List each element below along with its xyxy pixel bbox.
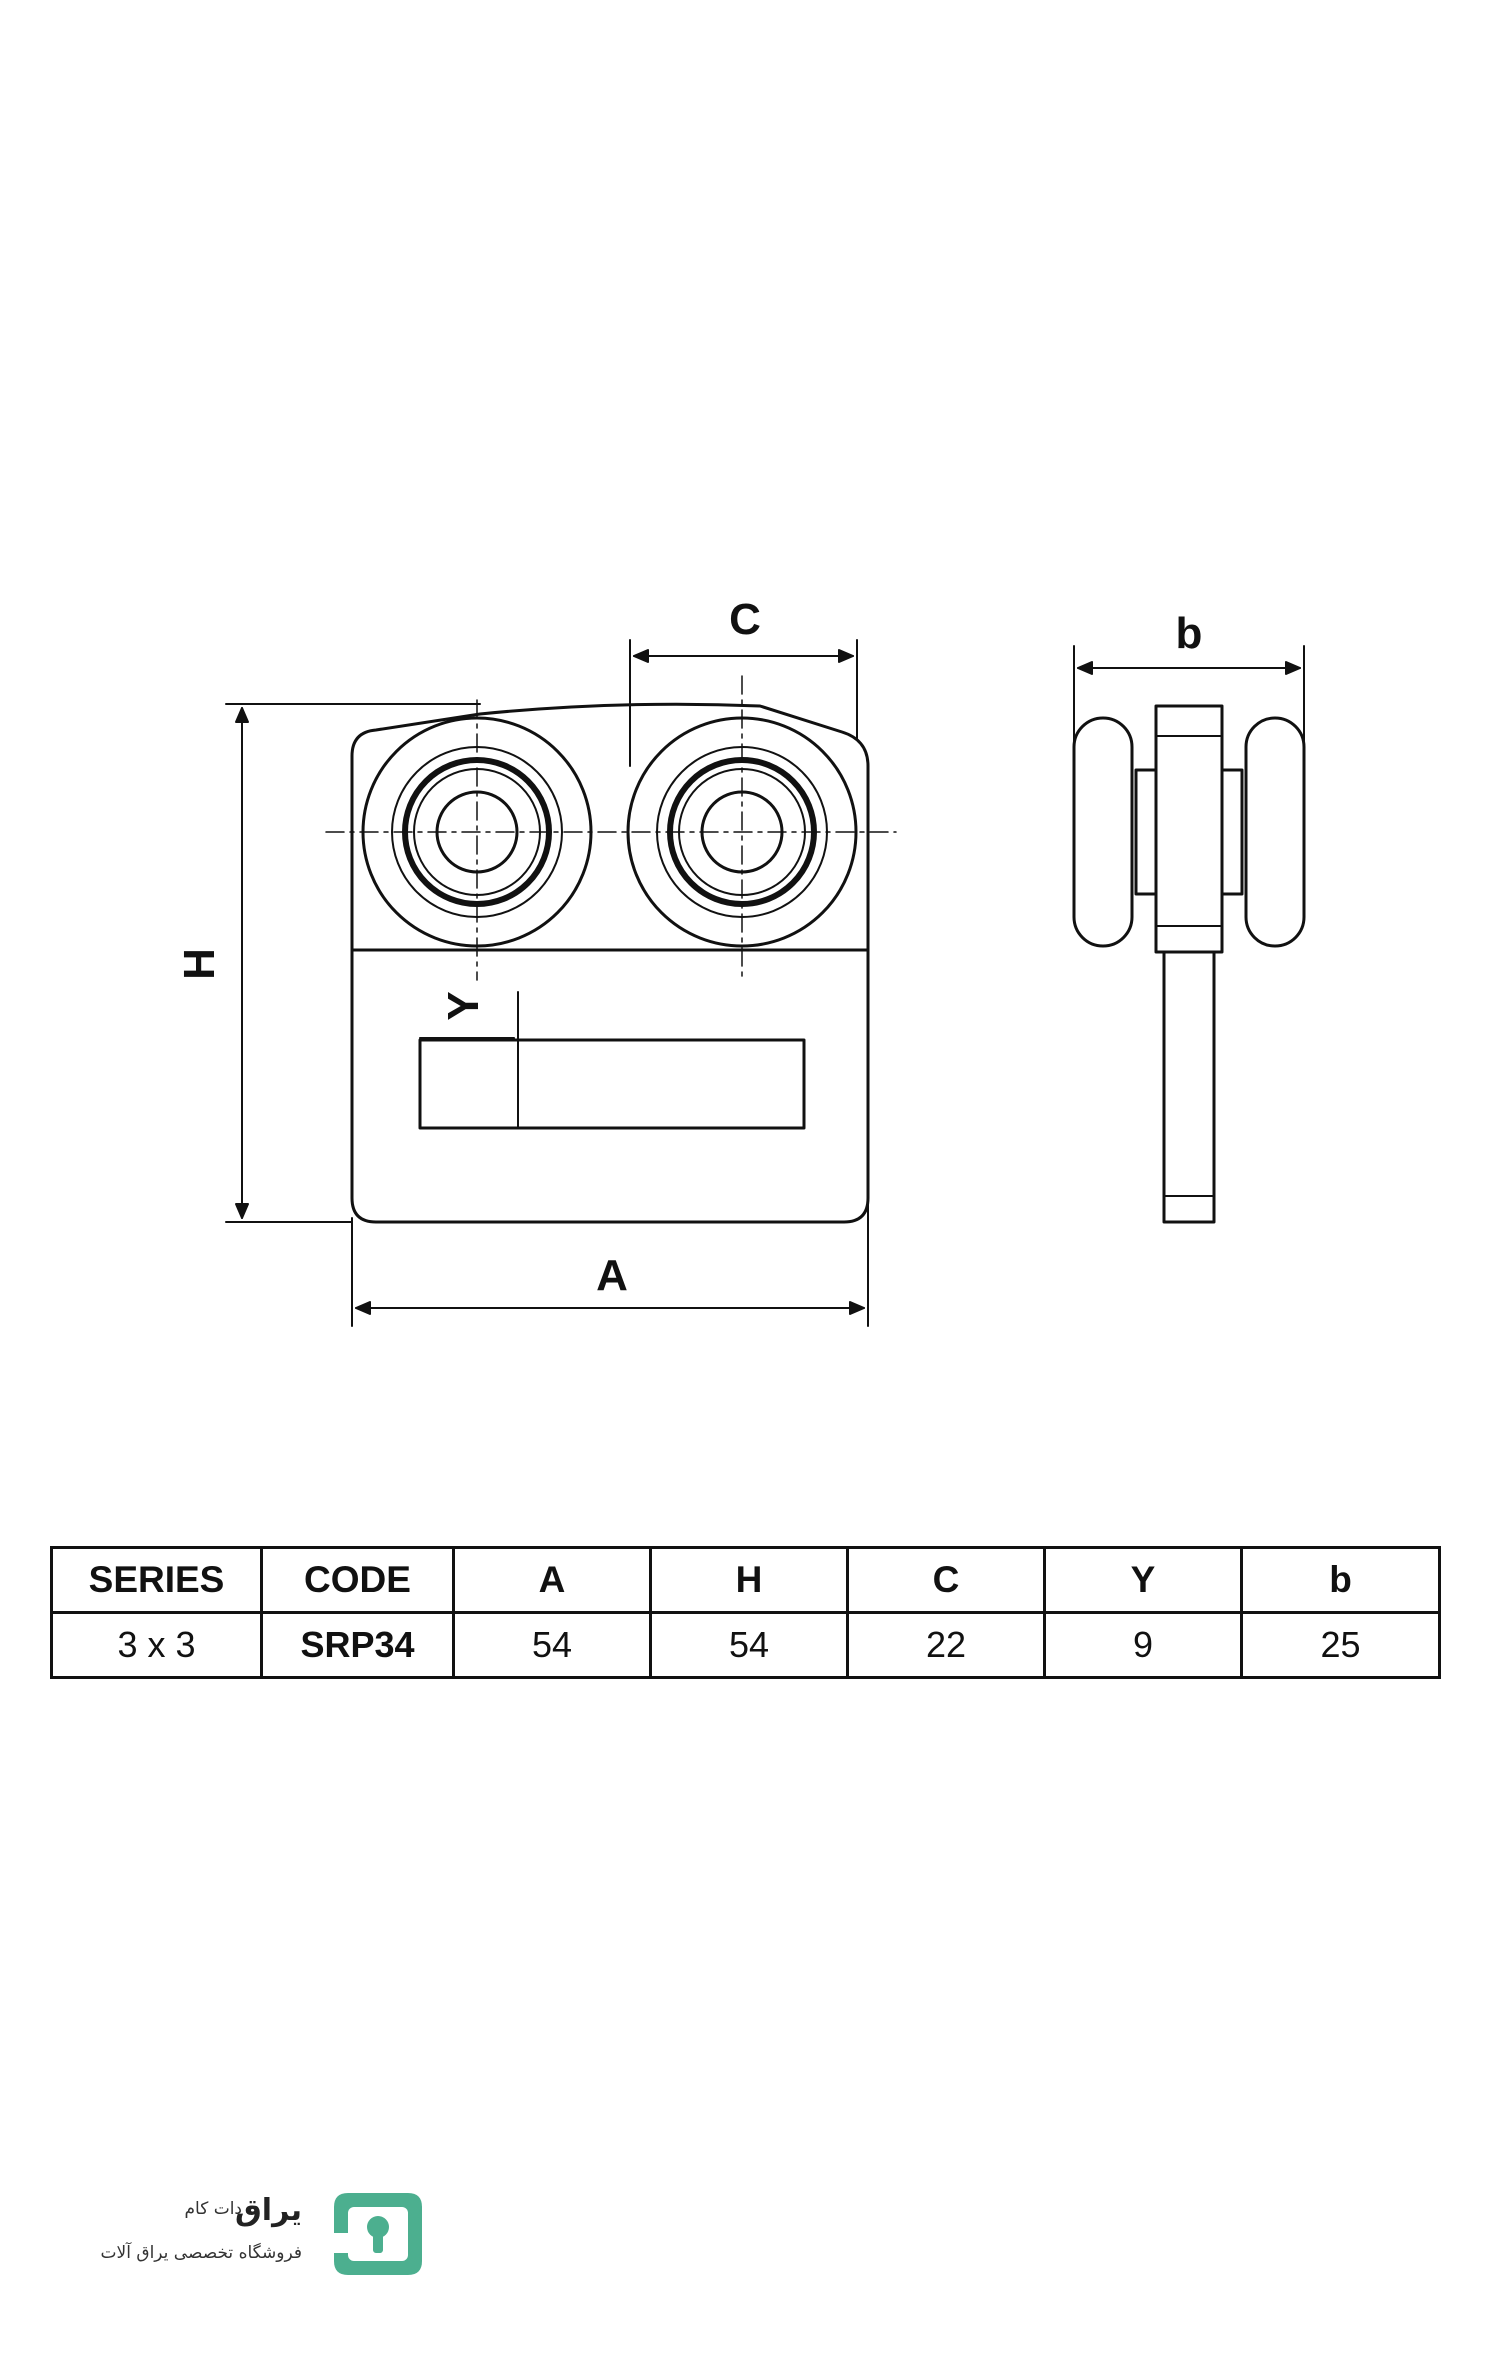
dim-a-label: A xyxy=(596,1251,628,1300)
dim-y-label: Y xyxy=(439,991,488,1020)
dim-c-label: C xyxy=(729,595,761,644)
cell-code: SRP34 xyxy=(260,1611,455,1679)
dim-b-label: b xyxy=(1176,609,1203,658)
mounting-plate xyxy=(350,948,870,1224)
header-b: b xyxy=(1240,1546,1441,1614)
header-y: Y xyxy=(1043,1546,1243,1614)
header-c: C xyxy=(846,1546,1046,1614)
center-lines xyxy=(325,675,897,981)
cell-h: 54 xyxy=(649,1611,849,1679)
dim-y xyxy=(419,991,519,1129)
side-right-bearing xyxy=(1220,768,1244,896)
cell-c: 22 xyxy=(846,1611,1046,1679)
brand-name: یراق xyxy=(234,2193,302,2228)
adjustment-slot xyxy=(418,1038,806,1130)
dim-h-label: H xyxy=(175,948,224,980)
side-view xyxy=(1072,704,1306,1224)
side-left-bearing xyxy=(1134,768,1158,896)
side-right-wheel xyxy=(1244,716,1306,948)
header-code: CODE xyxy=(260,1546,455,1614)
table-row: 3 x 3 SRP34 54 54 22 9 25 xyxy=(50,1611,1441,1679)
header-series: SERIES xyxy=(50,1546,263,1614)
cell-b: 25 xyxy=(1240,1611,1441,1679)
cell-a: 54 xyxy=(452,1611,652,1679)
dim-b xyxy=(1073,645,1305,761)
dim-a xyxy=(351,1197,869,1327)
side-left-wheel xyxy=(1072,716,1134,948)
brand-tagline: فروشگاه تخصصی یراق آلات xyxy=(100,2243,302,2263)
cell-series: 3 x 3 xyxy=(50,1611,263,1679)
dim-c xyxy=(629,639,858,767)
lock-logo-icon xyxy=(334,2193,422,2275)
side-body xyxy=(1154,704,1224,954)
header-a: A xyxy=(452,1546,652,1614)
roller-housing xyxy=(350,702,870,952)
side-plate xyxy=(1162,950,1216,1224)
brand-logo: یراق دات کام فروشگاه تخصصی یراق آلات xyxy=(100,2185,430,2285)
spec-table: SERIES CODE A H C Y b 3 x 3 SRP34 54 54 … xyxy=(50,1546,1441,1679)
brand-suffix: دات کام xyxy=(184,2199,243,2219)
header-h: H xyxy=(649,1546,849,1614)
dim-h xyxy=(225,703,481,1223)
spec-header-row: SERIES CODE A H C Y b xyxy=(50,1546,1441,1614)
cell-y: 9 xyxy=(1043,1611,1243,1679)
technical-drawing: C b H Y A xyxy=(175,595,1306,1327)
